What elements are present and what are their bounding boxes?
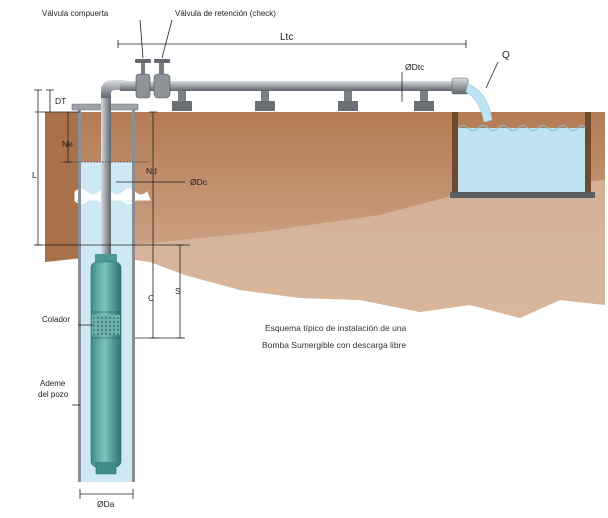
tank-floor (450, 192, 595, 198)
tank-wall-right (585, 112, 591, 194)
check-valve (153, 59, 171, 99)
label-ne: Ne (62, 139, 73, 149)
label-ltc: Ltc (280, 32, 293, 43)
label-l: L (32, 170, 37, 180)
soil-lower-layer (133, 180, 605, 318)
submersible-pump (90, 254, 122, 475)
column-pipe (101, 86, 111, 258)
label-valvula-retencion: Válvula de retención (check) (175, 9, 276, 18)
pipe-support-2 (255, 91, 275, 111)
gate-valve (135, 59, 151, 99)
well-casing-left (78, 110, 81, 482)
well-casing-right (132, 110, 135, 482)
discharge-stream (465, 83, 493, 123)
label-dt: DT (55, 96, 66, 106)
soil-left (45, 112, 80, 262)
label-c: C (148, 293, 154, 303)
label-odc: ØDc (190, 177, 208, 187)
label-q: Q (502, 50, 510, 61)
label-ademe-1: Ademe (40, 379, 66, 388)
leader-q (485, 61, 499, 89)
pipe-support-1 (172, 91, 192, 111)
pipe-support-3 (338, 91, 358, 111)
caption-line-2: Bomba Sumergible con descarga libre (262, 340, 406, 350)
discharge-pipe (120, 81, 460, 91)
label-odtc: ØDtc (405, 62, 425, 72)
label-valvula-compuerta: Válvula compuerta (42, 9, 109, 18)
label-ademe-2: del pozo (38, 390, 69, 399)
pipe-outlet (451, 77, 469, 95)
pipe-support-4 (414, 91, 434, 111)
tank-water (458, 128, 585, 192)
label-colador: Colador (42, 315, 70, 324)
tank-water-surface (457, 125, 586, 131)
label-nd: Nd (146, 166, 157, 176)
label-oda: ØDa (97, 499, 115, 509)
pipe-elbow (101, 80, 125, 98)
tank-wall-left (452, 112, 458, 194)
caption-line-1: Esquema típico de instalación de una (265, 323, 407, 333)
label-s: S (175, 286, 181, 296)
leader-gate-valve (139, 19, 144, 59)
pump-intake-screen (92, 315, 120, 335)
leader-check-valve (161, 19, 173, 59)
